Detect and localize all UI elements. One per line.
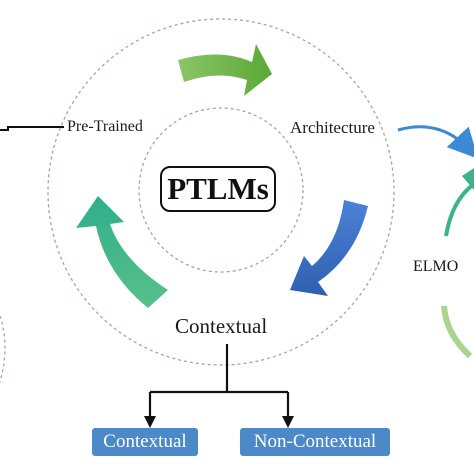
center-ptlms-box: PTLMs [160, 166, 276, 212]
architecture-label: Architecture [290, 118, 375, 137]
inner-dashed-circle [138, 107, 304, 273]
left-partial-arc [0, 315, 6, 383]
contextual-tree-connector [148, 344, 290, 420]
pretrained-connector-line [0, 126, 64, 131]
contextual-label: Contextual [175, 314, 268, 338]
elmo-label: ELMO [413, 258, 459, 275]
cycle-arrow-right [290, 200, 368, 296]
side-arc-upper-head [462, 168, 474, 190]
tree-arrowhead-right [282, 416, 294, 428]
contextual-leaf-label: Contextual [103, 431, 187, 452]
cycle-arrow-top [178, 44, 272, 96]
architecture-outgoing-arrow [397, 125, 474, 159]
side-arc-upper [444, 182, 474, 237]
tree-arrowhead-left [144, 416, 156, 428]
outer-dashed-circle [47, 18, 395, 366]
side-arc-lower [441, 305, 473, 359]
pretrained-label: Pre-Trained [67, 118, 143, 135]
cycle-arrow-left [76, 196, 168, 308]
non-contextual-leaf-label: Non-Contextual [253, 431, 377, 452]
contextual-leaf-box: Contextual [92, 428, 198, 456]
non-contextual-leaf-box: Non-Contextual [240, 428, 390, 456]
center-ptlms-label: PTLMs [167, 171, 269, 206]
